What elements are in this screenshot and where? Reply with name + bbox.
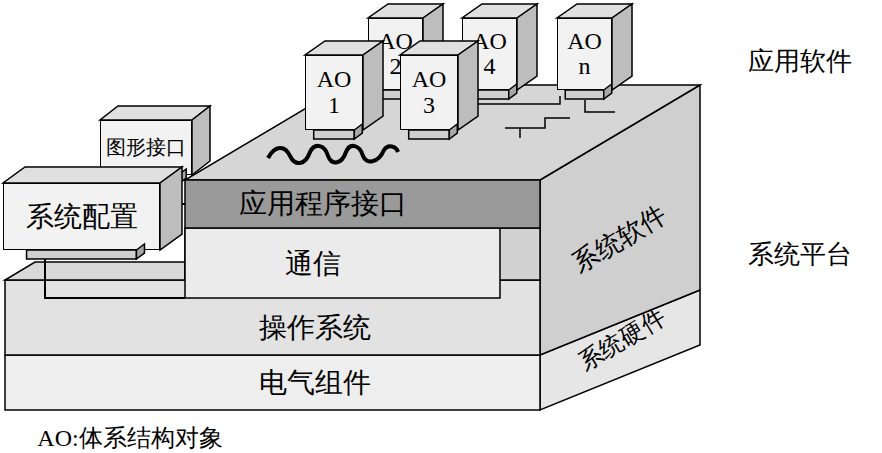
hardware-front-face [5, 355, 540, 410]
node-text: 操作系统 [259, 313, 371, 342]
api-front-face [185, 180, 540, 228]
footnote: AO:体系结构对象 [37, 425, 222, 451]
layer-label: 应用软件 [748, 48, 852, 77]
pedestal [565, 90, 604, 99]
node-text: AO n [567, 29, 602, 79]
pedestal [408, 130, 449, 139]
wire [585, 100, 615, 112]
side-label: 系统软件 [568, 201, 672, 279]
architecture-object: AO n [557, 18, 612, 90]
os-band: 操作系统 [90, 300, 540, 355]
comm-region [185, 228, 500, 298]
pedestal [313, 130, 354, 139]
node-text: 图形接口 [106, 137, 186, 158]
node-text: 电气组件 [259, 368, 371, 397]
pedestal-side [508, 84, 516, 99]
cube-side [458, 41, 478, 130]
pedestal-side [354, 124, 362, 139]
hardware-band: 电气组件 [90, 355, 540, 410]
link-squiggle [268, 146, 398, 163]
cube-top [3, 167, 182, 183]
layer-label: 系统平台 [748, 241, 852, 270]
wire [505, 118, 570, 128]
os-step-top [5, 262, 185, 280]
architecture-object: AO 1 [305, 55, 363, 130]
side-label: 系统硬件 [574, 304, 670, 376]
node-text: 应用程序接口 [239, 189, 407, 218]
api-band: 应用程序接口 [185, 180, 460, 228]
pedestal [470, 90, 509, 99]
node-text: AO 3 [412, 67, 447, 117]
cube-side [612, 4, 632, 90]
pedestal-side [136, 244, 144, 259]
pedestal-side [449, 124, 457, 139]
cube-side [160, 167, 182, 250]
cube-side [363, 41, 383, 130]
config-box: 系统配置 [3, 183, 160, 250]
surface-wires [470, 96, 615, 138]
comm-band: 通信 [185, 230, 440, 298]
pedestal-side [603, 84, 611, 99]
node-text: 通信 [285, 249, 341, 278]
node-text: 系统配置 [26, 202, 138, 231]
cube-side [517, 4, 537, 90]
cube-side [192, 106, 210, 175]
architecture-object: AO 3 [400, 55, 458, 130]
pedestal [26, 250, 136, 259]
wire [519, 128, 521, 138]
node-text: AO 1 [317, 67, 352, 117]
